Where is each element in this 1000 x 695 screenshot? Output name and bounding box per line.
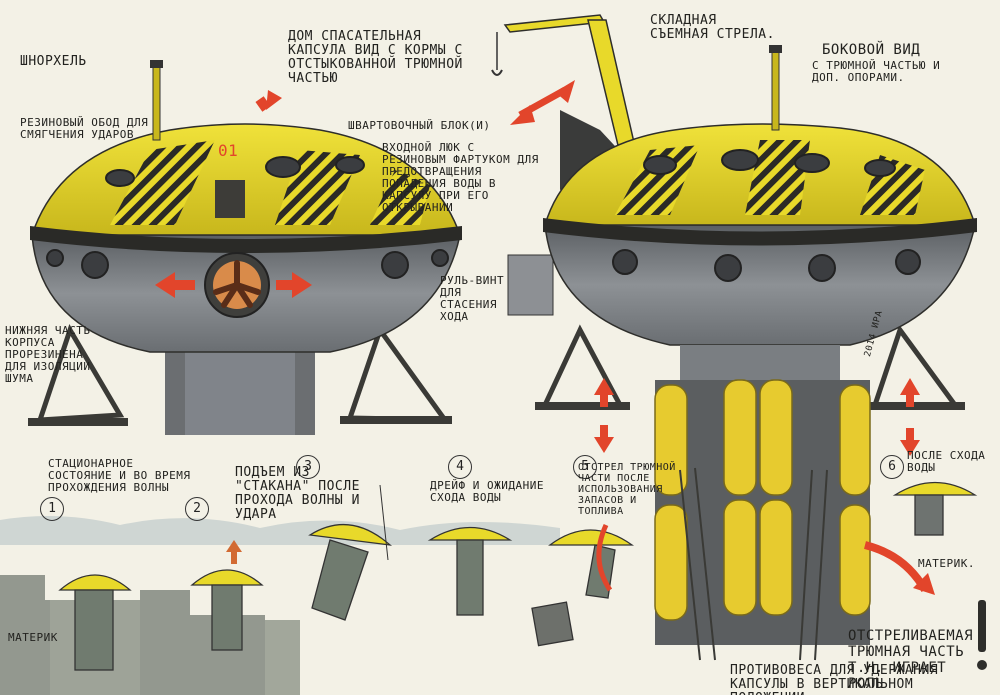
stage-5-caption: Отстрел трюмной части после использовани… [578,462,676,517]
ocean-floor-label: материк [8,631,58,644]
rear-view-capsule [28,60,462,435]
stage-1-number: 1 [40,497,64,521]
counterweight-label: Отстреливаемая трюмная часть т.н. играет… [848,628,974,692]
side-view-label: Боковой вид [822,42,921,58]
stage-sequence [0,481,987,695]
stage-3-caption: Подъем из "стакана" после прохода волны … [235,465,360,522]
lower-hull-label: Нижняя часть корпуса прорезинена для изо… [5,324,91,385]
ocean-floor-right-label: материк. [918,557,975,570]
counterweight-sub-label: противовеса для удержания капсулы в верт… [730,663,939,695]
side-view-sub-label: с трюмной частью и доп. опорами. [812,59,941,84]
stage-5-number: 5 [573,455,597,479]
stage-4-caption: Дрейф и ожидание схода воды [430,479,544,504]
side-view-capsule [491,14,977,661]
folding-boom-label: складная съемная стрела. [650,13,775,42]
entry-hatch-label: Входной люк с резиновым фартуком для пре… [382,141,539,214]
stage-1-caption: Стационарное состояние и во время прохож… [48,457,191,494]
stage-6-number: 6 [880,455,904,479]
deck-number: 01 [218,141,239,160]
stage-6-caption: после схода воды [907,449,986,474]
snorkel-label: шнорхель [20,54,87,69]
stage-2-number: 2 [185,497,209,521]
rescue-capsule-label: Дом спасательная капсула вид с кормы с о… [288,29,463,86]
rubber-rim-label: Резиновый обод для смягчения ударов [20,116,149,141]
rudder-screw-label: Руль-винт для стасения хода [440,274,505,323]
stage-4-number: 4 [448,455,472,479]
mooring-block-label: швартовочный блок(и) [348,119,491,132]
stage-3-number: 3 [296,455,320,479]
